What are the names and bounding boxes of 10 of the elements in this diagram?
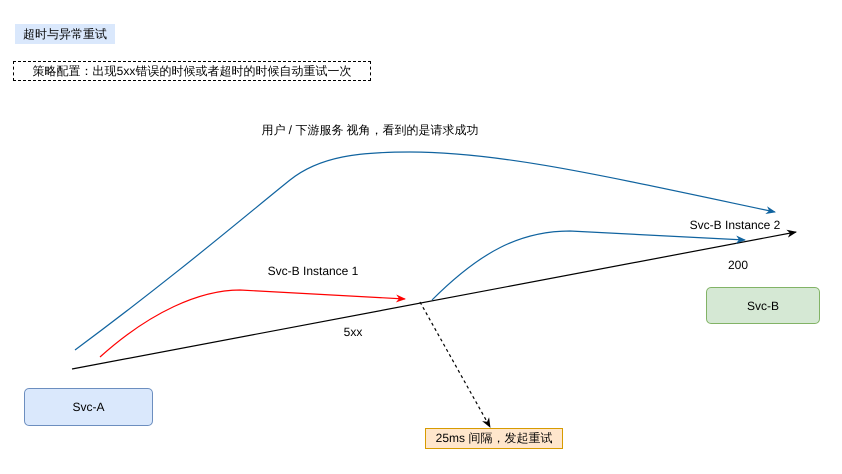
text-label: Svc-B Instance 1 — [268, 264, 358, 278]
note-box: 策略配置：出现5xx错误的时候或者超时的时候自动重试一次 — [13, 61, 371, 81]
service-box: Svc-B — [706, 287, 820, 324]
text-label: 200 — [728, 258, 748, 272]
text-label: 5xx — [344, 325, 362, 339]
note-box: 25ms 间隔，发起重试 — [425, 428, 563, 449]
service-box: Svc-A — [24, 388, 153, 426]
text-label: 用户 / 下游服务 视角，看到的是请求成功 — [261, 122, 479, 139]
text-label: Svc-B Instance 2 — [690, 218, 780, 232]
title-label: 超时与异常重试 — [15, 24, 115, 44]
